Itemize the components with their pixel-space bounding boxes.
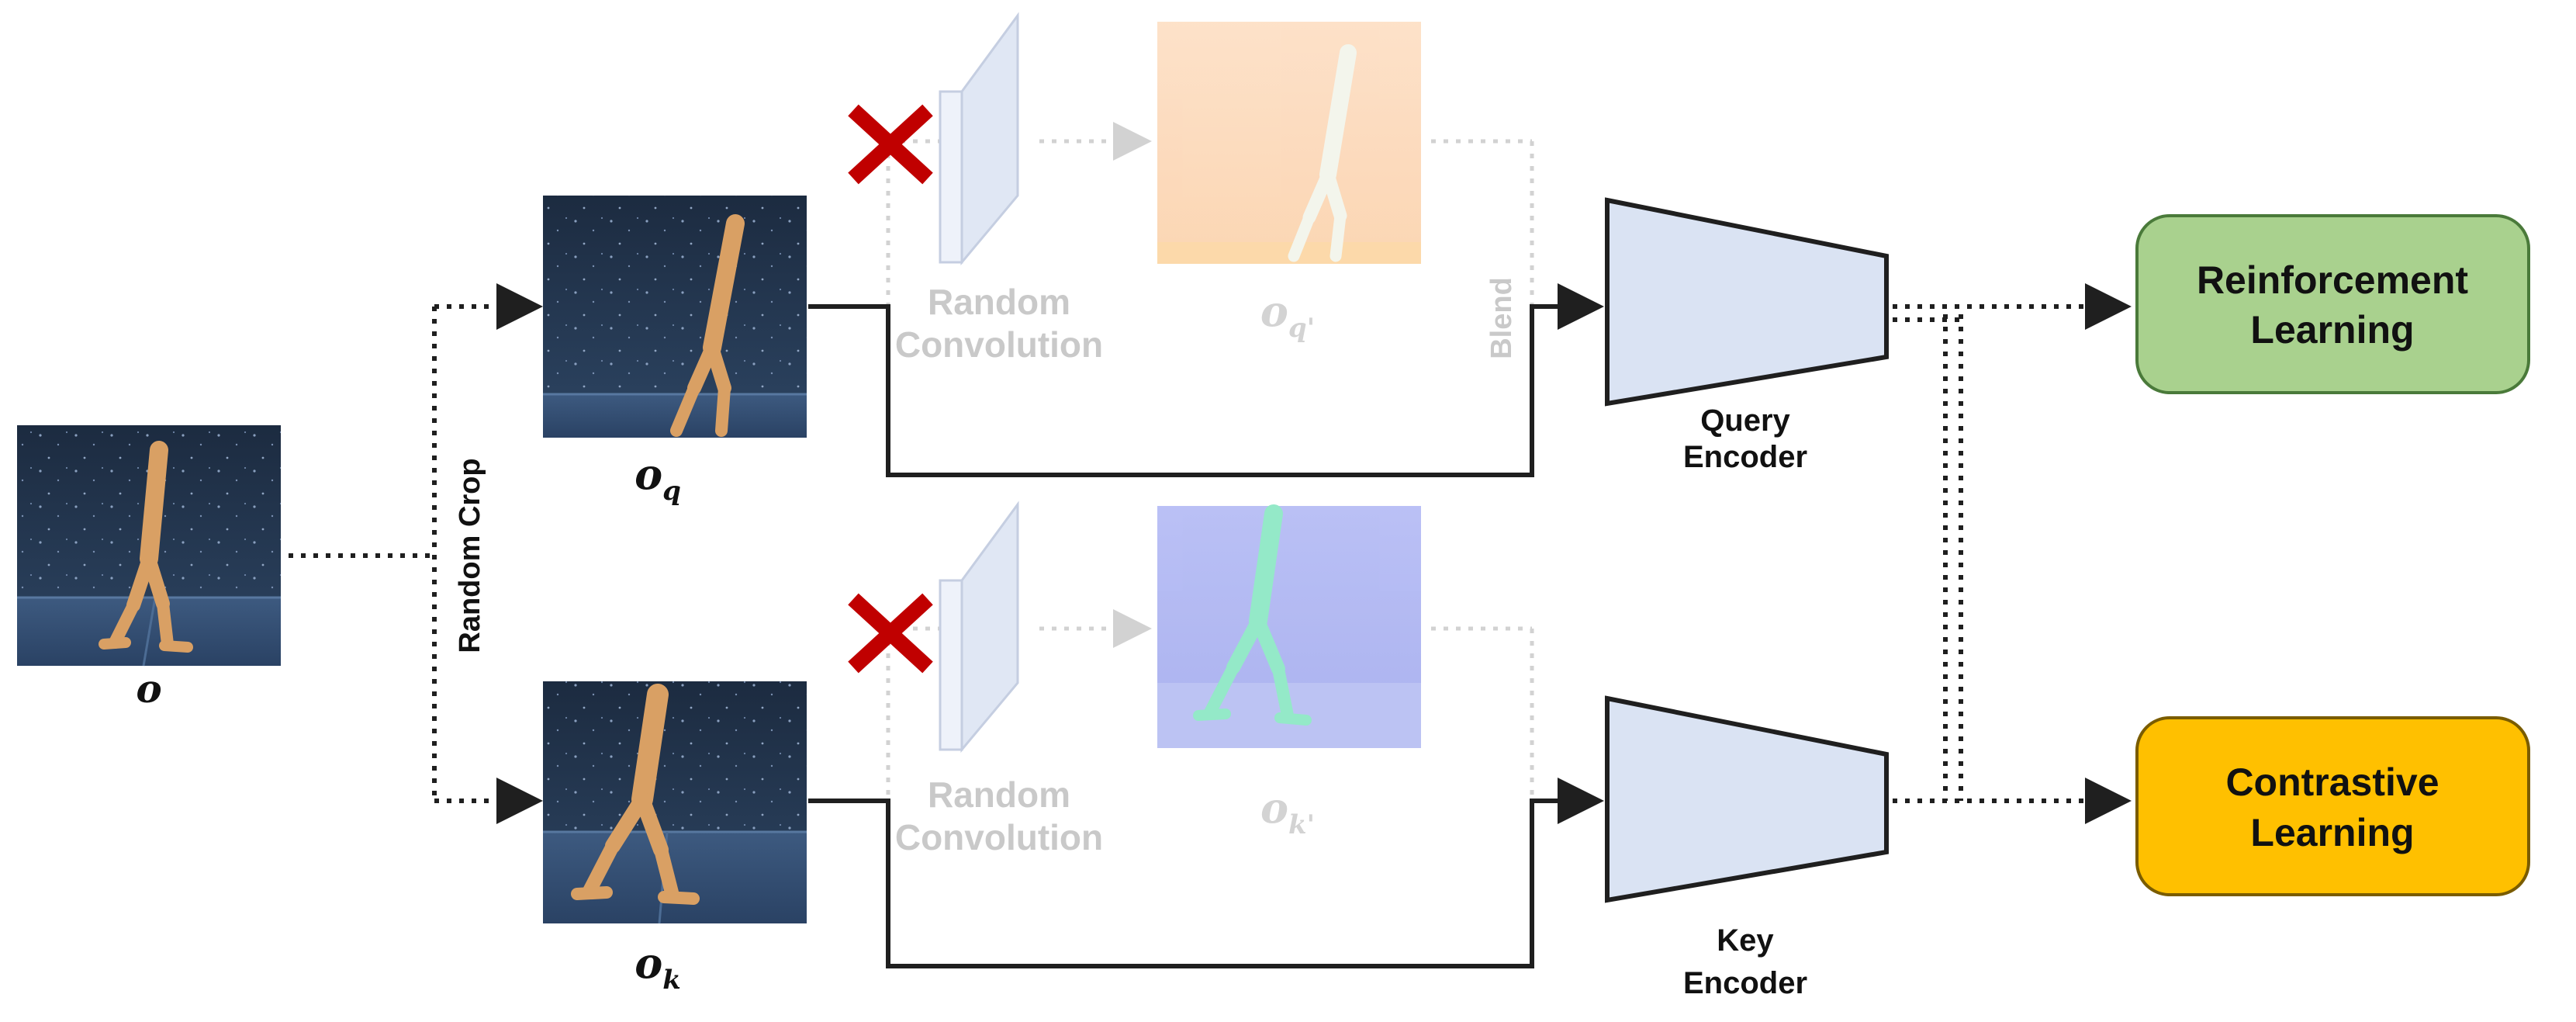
conv-block-top <box>939 12 1019 266</box>
conv-block-bottom <box>939 501 1019 754</box>
key-encoder-label-1: Key <box>1717 923 1774 958</box>
augmented-key-image <box>1157 504 1421 748</box>
augmented-query-label: oq' <box>1260 286 1315 344</box>
random-conv-bottom-label-2: Convolution <box>895 817 1103 857</box>
augmented-query-image <box>1157 22 1421 264</box>
random-conv-bottom-label-1: Random <box>928 774 1070 815</box>
contrastive-learning-box <box>2135 716 2530 896</box>
key-observation-label: ok <box>634 938 681 996</box>
top-disabled-branch <box>886 12 1534 307</box>
query-observation-label: oq <box>634 449 681 507</box>
reinforcement-learning-box <box>2135 214 2530 394</box>
query-path <box>808 283 1604 477</box>
blend-label: Blend <box>1485 277 1518 359</box>
contrastive-learning-label-1: Contrastive <box>2225 760 2439 804</box>
random-conv-top-label-2: Convolution <box>895 324 1103 365</box>
key-path <box>808 778 1604 968</box>
bottom-disabled-branch <box>886 501 1534 801</box>
input-observation-image <box>17 425 281 667</box>
reinforcement-learning-label-2: Learning <box>2250 308 2414 352</box>
contrastive-learning-label-2: Learning <box>2250 811 2414 854</box>
query-observation-image <box>543 196 807 438</box>
disabled-x-bottom-icon <box>848 593 933 674</box>
key-observation-image <box>543 681 807 924</box>
disabled-x-top-icon <box>848 104 933 185</box>
query-encoder-label-1: Query <box>1700 404 1790 438</box>
input-observation-label: o <box>136 666 161 712</box>
augmented-key-label: ok' <box>1260 783 1315 840</box>
key-encoder-shape <box>1605 695 1889 903</box>
query-encoder-label-2: Encoder <box>1683 440 1807 474</box>
reinforcement-learning-label-1: Reinforcement <box>2197 258 2468 302</box>
key-encoder-label-2: Encoder <box>1683 966 1807 1000</box>
query-encoder-shape <box>1605 197 1889 407</box>
random-conv-top-label-1: Random <box>928 282 1070 322</box>
random-crop-label: Random Crop <box>454 458 486 653</box>
